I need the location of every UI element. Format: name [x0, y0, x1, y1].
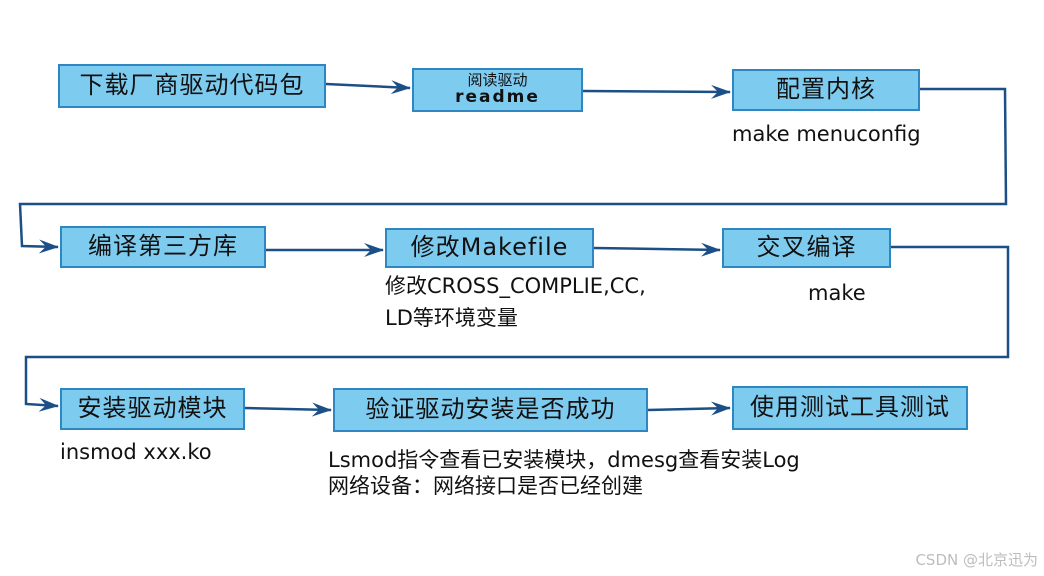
node-makefile-label: 修改Makefile	[410, 233, 569, 262]
node-kernel-config-label: 配置内核	[776, 75, 876, 104]
edge-readme-kernel-config	[582, 84, 731, 99]
note-env-line2: LD等环境变量	[385, 306, 518, 330]
node-third-party: 编译第三方库	[60, 226, 266, 268]
edge-download-readme	[325, 80, 411, 95]
node-test-tools-label: 使用测试工具测试	[750, 393, 950, 422]
note-menuconfig: make menuconfig	[732, 122, 921, 146]
edge-makefile-cross-compile	[593, 242, 721, 257]
note-make: make	[808, 281, 866, 305]
note-env-line1: 修改CROSS_COMPLIE,CC,	[385, 274, 646, 298]
node-readme: 阅读驱动 readme	[412, 68, 583, 112]
node-readme-label: 阅读驱动	[467, 71, 528, 90]
node-cross-compile: 交叉编译	[722, 228, 891, 268]
edge-cross-compile-install	[24, 245, 1010, 412]
node-install-label: 安装驱动模块	[77, 394, 228, 423]
node-install: 安装驱动模块	[60, 388, 245, 430]
note-verify-line1: Lsmod指令查看已安装模块，dmesg查看安装Log	[328, 448, 800, 472]
node-cross-compile-label: 交叉编译	[756, 233, 857, 262]
node-test-tools: 使用测试工具测试	[732, 386, 968, 430]
edge-install-verify	[244, 402, 332, 417]
node-download: 下载厂商驱动代码包	[58, 64, 326, 108]
node-verify-label: 验证驱动安装是否成功	[365, 395, 616, 424]
edge-kernel-config-third-party	[18, 87, 1008, 254]
node-download-label: 下载厂商驱动代码包	[79, 71, 305, 100]
node-kernel-config: 配置内核	[732, 69, 920, 111]
edge-verify-test-tools	[647, 401, 731, 416]
watermark-credit: CSDN @北京迅为	[915, 551, 1038, 569]
node-makefile: 修改Makefile	[385, 228, 594, 268]
node-third-party-label: 编译第三方库	[88, 232, 238, 261]
note-insmod: insmod xxx.ko	[60, 440, 212, 464]
node-verify: 验证驱动安装是否成功	[333, 388, 648, 432]
note-verify-line2: 网络设备：网络接口是否已经创建	[328, 474, 643, 498]
node-readme-sublabel: readme	[455, 86, 540, 107]
